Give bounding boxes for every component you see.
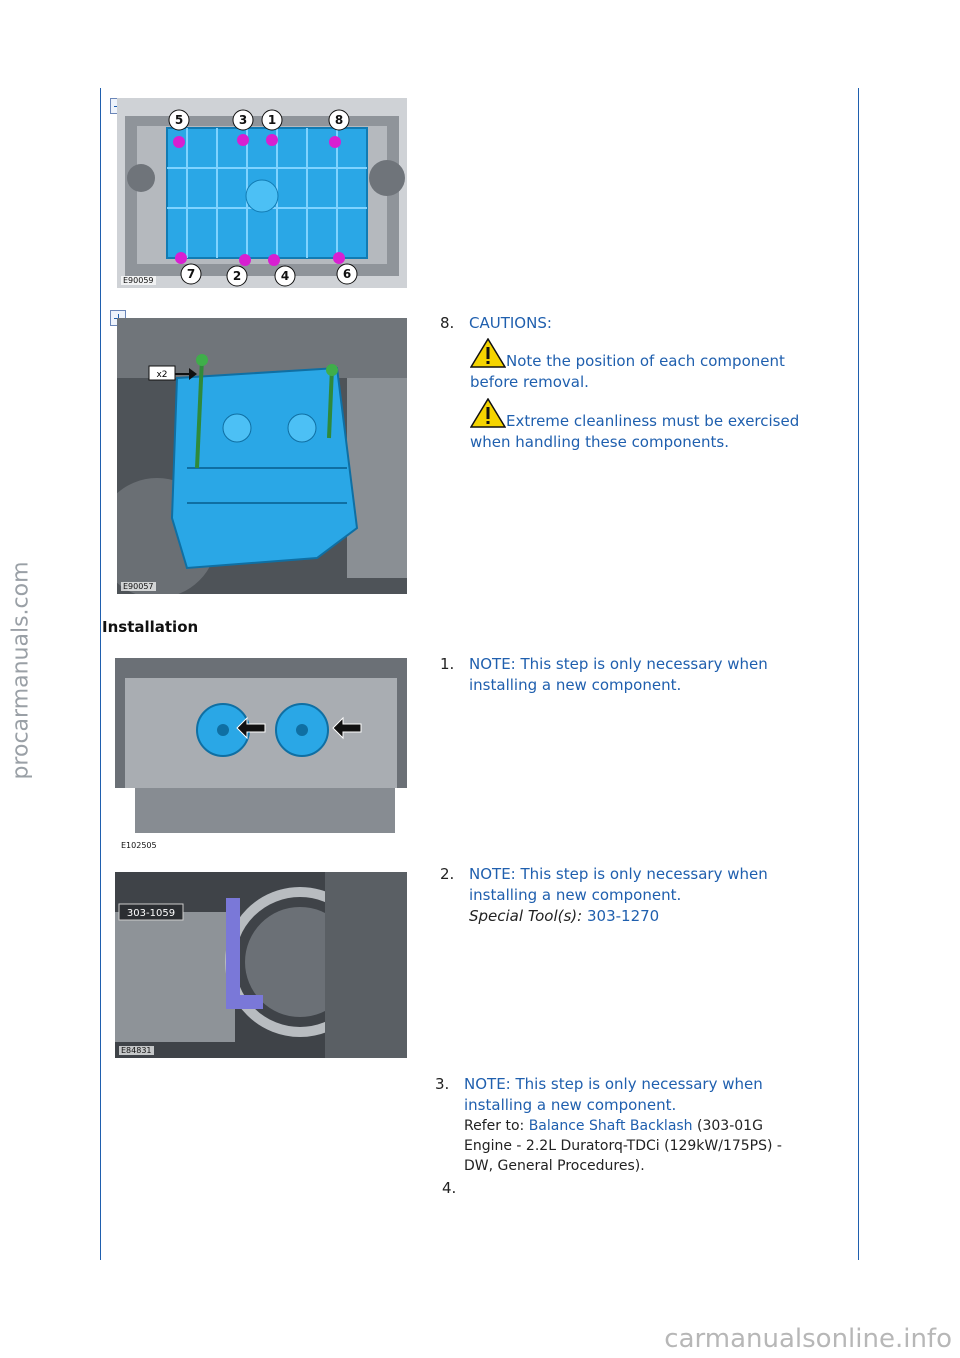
- callout-label: 3: [239, 113, 247, 127]
- caution-1: Note the position of each component befo…: [470, 338, 840, 393]
- figure-id: E90057: [121, 582, 156, 591]
- reference-link[interactable]: Balance Shaft Backlash: [528, 1118, 693, 1134]
- special-tool-label: Special Tool(s):: [469, 907, 583, 925]
- callout-label: 8: [335, 113, 343, 127]
- figure-special-tool: 303-1059 E84831: [115, 872, 407, 1058]
- note-line1: NOTE: This step is only necessary when: [469, 655, 768, 673]
- step-number: 8.: [440, 314, 455, 332]
- figure-id: E84831: [119, 1046, 154, 1055]
- figure-balancer-install: E102505: [115, 658, 407, 850]
- warning-triangle-icon: [470, 398, 506, 428]
- figure-id: E90059: [121, 276, 156, 285]
- callout-label: 4: [281, 269, 289, 283]
- left-margin-rule: [100, 88, 101, 1260]
- step-number: 1.: [440, 655, 455, 673]
- note-line1: NOTE: This step is only necessary when: [469, 865, 768, 883]
- figure-bolt-sequence: 5 3 1 8 7 2 4 6 E90059: [117, 98, 407, 288]
- refer-prefix: Refer to:: [464, 1118, 525, 1134]
- note-line2: installing a new component.: [464, 1096, 677, 1114]
- side-watermark: procarmanuals.com: [8, 560, 34, 780]
- step-number: 4.: [442, 1179, 457, 1197]
- step-number: 2.: [440, 865, 455, 883]
- caution-text-line1: Note the position of each component: [506, 352, 785, 370]
- special-tool-link[interactable]: 303-1270: [587, 907, 660, 925]
- reference-line3: DW, General Procedures).: [464, 1158, 645, 1174]
- note-line2: installing a new component.: [469, 676, 682, 694]
- cautions-heading: CAUTIONS:: [469, 314, 552, 332]
- step-number: 3.: [435, 1075, 450, 1093]
- caution-text-line1: Extreme cleanliness must be exercised: [506, 412, 800, 430]
- callout-label: 1: [268, 113, 276, 127]
- caution-text-line2: when handling these components.: [470, 433, 730, 451]
- callout-label: x2: [156, 370, 167, 380]
- right-margin-rule: [858, 88, 859, 1260]
- figure-id: E102505: [119, 841, 159, 850]
- section-heading-installation: Installation: [102, 618, 199, 636]
- warning-triangle-icon: [470, 338, 506, 368]
- reference-rest: (303-01G: [692, 1118, 763, 1134]
- caution-2: Extreme cleanliness must be exercised wh…: [470, 398, 840, 453]
- callout-label: 303-1059: [127, 908, 175, 919]
- bottom-watermark: carmanualsonline.info: [664, 1324, 952, 1354]
- callout-label: 2: [233, 269, 241, 283]
- callout-label: 6: [343, 267, 351, 281]
- reference-line2: Engine - 2.2L Duratorq-TDCi (129kW/175PS…: [464, 1138, 782, 1154]
- callout-label: 5: [175, 113, 183, 127]
- note-line1: NOTE: This step is only necessary when: [464, 1075, 763, 1093]
- note-line2: installing a new component.: [469, 886, 682, 904]
- figure-component-removal: x2 E90057: [117, 318, 407, 594]
- callout-label: 7: [187, 267, 195, 281]
- caution-text-line2: before removal.: [470, 373, 589, 391]
